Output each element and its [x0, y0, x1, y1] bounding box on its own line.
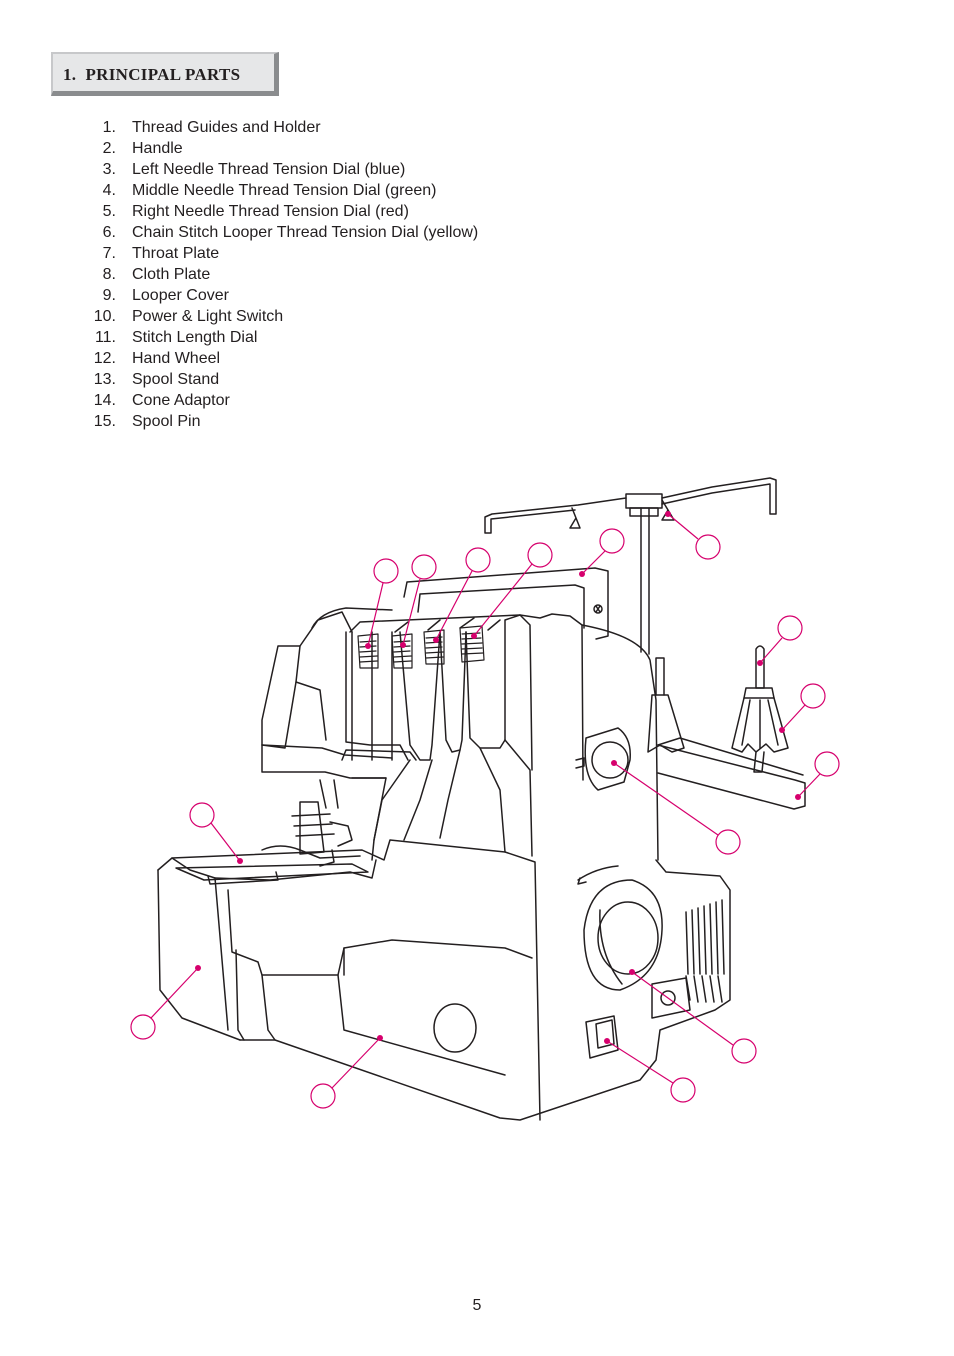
parts-list-item: 6. Chain Stitch Looper Thread Tension Dia…	[86, 222, 479, 243]
parts-list: 1. Thread Guides and Holder 2. Handle 3. Le…	[86, 117, 479, 432]
part-label: Cloth Plate	[132, 266, 211, 283]
section-title-text: PRINCIPAL PARTS	[85, 65, 241, 84]
part-number: 3.	[102, 161, 116, 178]
part-number: 15.	[93, 413, 116, 430]
part-label: Cone Adaptor	[132, 392, 230, 409]
callout-middle-needle-tension-dial	[400, 554, 437, 648]
spool-stand-drawing	[647, 645, 806, 810]
callout-looper-tension-dial	[471, 542, 553, 639]
part-number: 13.	[93, 371, 116, 388]
callout-throat-plate	[189, 802, 243, 864]
machine-body	[157, 607, 731, 1121]
callout-stitch-length-dial	[629, 969, 757, 1064]
part-label: Handle	[132, 140, 183, 157]
parts-list-item: 2. Handle	[86, 138, 183, 159]
part-label: Looper Cover	[132, 287, 229, 304]
part-label: Power & Light Switch	[132, 308, 284, 325]
callout-left-needle-tension-dial	[365, 558, 399, 649]
part-number: 11.	[94, 329, 116, 346]
parts-list-item: 1. Thread Guides and Holder	[86, 117, 321, 138]
parts-list-item: 14. Cone Adaptor	[86, 390, 230, 411]
parts-list-item: 9. Looper Cover	[86, 285, 229, 306]
parts-list-item: 12. Hand Wheel	[86, 348, 220, 369]
callouts	[130, 511, 840, 1109]
callout-cloth-plate	[130, 965, 201, 1040]
section-title: 1. PRINCIPAL PARTS	[63, 65, 240, 85]
handle-drawing	[403, 567, 609, 640]
parts-list-item: 8. Cloth Plate	[86, 264, 211, 285]
callout-hand-wheel	[611, 760, 741, 855]
callout-power-light-switch	[604, 1038, 696, 1103]
part-number: 1.	[102, 119, 116, 136]
part-number: 8.	[102, 266, 116, 283]
part-label: Chain Stitch Looper Thread Tension Dial …	[132, 224, 479, 241]
parts-list-item: 3. Left Needle Thread Tension Dial (blue)	[86, 159, 406, 180]
part-number: 7.	[102, 245, 116, 262]
section-number: 1.	[63, 65, 77, 84]
parts-list-item: 11. Stitch Length Dial	[86, 327, 257, 348]
parts-list-item: 13. Spool Stand	[86, 369, 219, 390]
thread-guide-assembly	[484, 477, 777, 655]
callout-right-needle-tension-dial	[433, 547, 491, 643]
part-label: Thread Guides and Holder	[132, 119, 321, 136]
part-number: 14.	[93, 392, 116, 409]
part-number: 6.	[102, 224, 116, 241]
section-heading: 1. PRINCIPAL PARTS	[51, 52, 279, 96]
part-label: Middle Needle Thread Tension Dial (green…	[132, 182, 437, 199]
callout-spool-pin	[757, 615, 803, 666]
part-label: Spool Pin	[132, 413, 201, 430]
callout-looper-cover	[310, 1035, 383, 1109]
parts-list-item: 5. Right Needle Thread Tension Dial (red)	[86, 201, 409, 222]
part-label: Spool Stand	[132, 371, 220, 388]
part-number: 4.	[102, 182, 116, 199]
parts-list-item: 15. Spool Pin	[86, 411, 201, 432]
part-number: 12.	[93, 350, 116, 367]
part-label: Throat Plate	[132, 245, 220, 262]
parts-list-item: 7. Throat Plate	[86, 243, 220, 264]
callout-spool-stand	[795, 751, 840, 800]
part-number: 9.	[102, 287, 116, 304]
part-label: Hand Wheel	[132, 350, 221, 367]
parts-list-item: 10. Power & Light Switch	[86, 306, 283, 327]
part-label: Right Needle Thread Tension Dial (red)	[132, 203, 409, 220]
part-label: Left Needle Thread Tension Dial (blue)	[132, 161, 406, 178]
part-number: 2.	[102, 140, 116, 157]
part-number: 10.	[93, 308, 116, 325]
part-number: 5.	[102, 203, 116, 220]
parts-list-item: 4. Middle Needle Thread Tension Dial (gre…	[86, 180, 437, 201]
callout-thread-guides-and-holder	[665, 511, 721, 560]
machine-drawing	[157, 477, 806, 1121]
callout-handle	[579, 528, 625, 577]
page-number: 5	[472, 1297, 482, 1314]
callout-cone-adaptor	[779, 683, 826, 733]
part-label: Stitch Length Dial	[132, 329, 258, 346]
